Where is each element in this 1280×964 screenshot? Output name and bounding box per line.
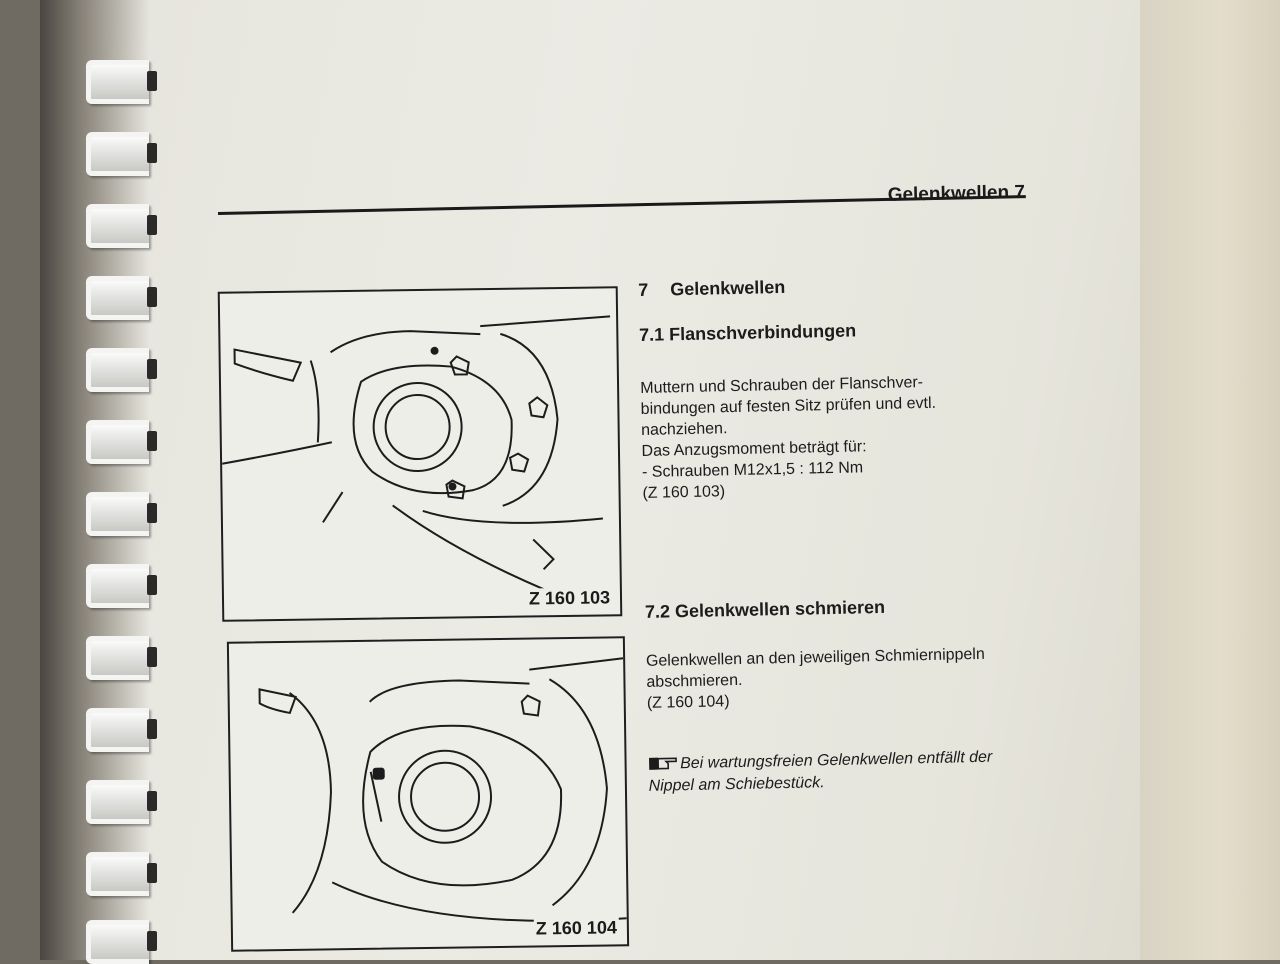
text-column: 7 Gelenkwellen 7.1 Flanschverbindungen Mu… (638, 271, 1069, 798)
figure-label: Z 160 103 (526, 587, 613, 610)
section-7-2-heading: 7.2 Gelenkwellen schmieren (644, 596, 886, 622)
section-title: Gelenkwellen (669, 276, 786, 300)
section-7-1-heading: 7.1 Flanschverbindungen (638, 320, 857, 345)
universal-joint-drawing-1 (221, 315, 611, 591)
section-7-2-body: Gelenkwellen an den jeweiligen Schmierni… (646, 642, 1067, 714)
maintenance-note: Bei wartungsfreien Gelenkwellen entfällt… (648, 745, 1069, 798)
figure-flange-connection: Z 160 103 (217, 286, 623, 622)
universal-joint-drawing-2 (258, 657, 627, 922)
note-line: Bei wartungsfreien Gelenkwellen entfällt… (679, 748, 993, 773)
pointing-hand-icon (648, 754, 680, 771)
back-cover-edge (1140, 0, 1280, 960)
figure-label: Z 160 104 (533, 917, 620, 940)
section-7-1-body: Muttern und Schrauben der Flanschver- bi… (640, 369, 1063, 504)
section-number: 7 (638, 279, 649, 300)
figure-greasing: Z 160 104 (226, 636, 630, 952)
